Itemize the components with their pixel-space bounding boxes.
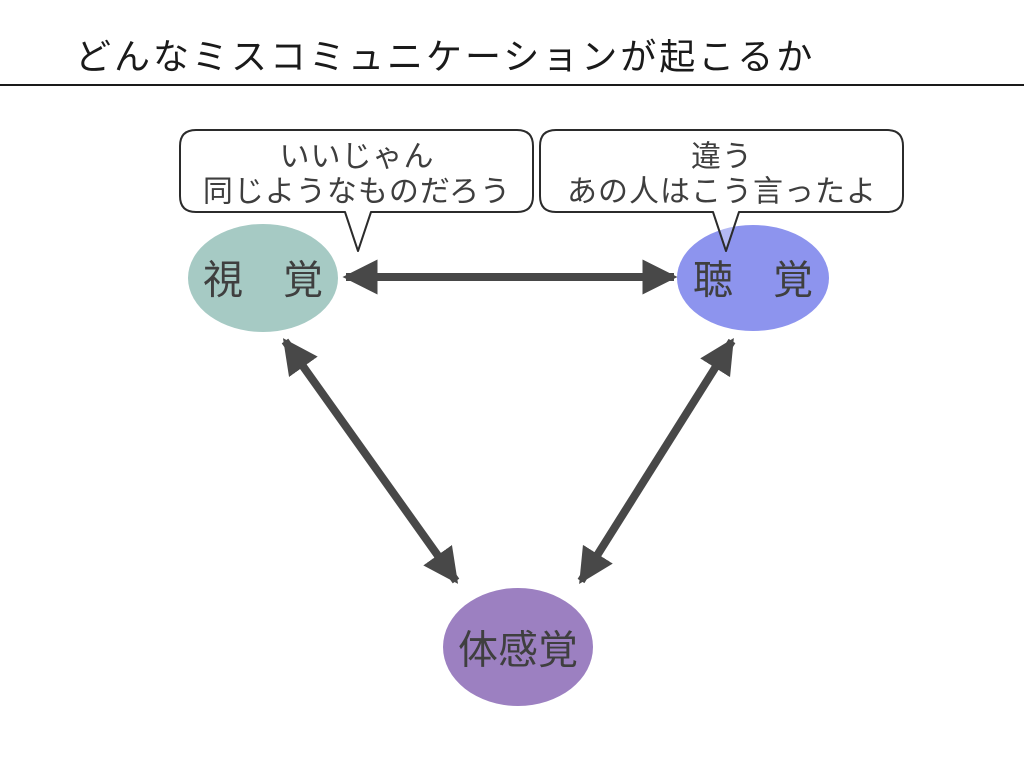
node-kinesthetic-label: 体感覚 bbox=[458, 628, 578, 673]
arrow-auditory-kinesthetic bbox=[577, 338, 736, 584]
speech-bubble-left bbox=[179, 129, 534, 252]
speech-bubble-right-line1: 違う bbox=[691, 141, 753, 174]
node-visual-label: 視 覚 bbox=[203, 258, 323, 303]
speech-bubble-left-line2: 同じようなものだろう bbox=[203, 176, 511, 209]
page-title: どんなミスコミュニケーションが起こるか bbox=[75, 36, 816, 77]
speech-bubble-left-line1: いいじゃん bbox=[280, 141, 435, 174]
node-kinesthetic-ellipse bbox=[443, 588, 593, 706]
speech-bubble-right-line2: あの人はこう言ったよ bbox=[567, 176, 877, 209]
arrow-visual-kinesthetic bbox=[281, 338, 460, 584]
node-visual-ellipse bbox=[188, 224, 338, 332]
speech-bubble-right bbox=[539, 129, 904, 252]
node-auditory-label: 聴 覚 bbox=[693, 258, 813, 303]
node-auditory-ellipse bbox=[677, 225, 829, 331]
title-underline bbox=[0, 84, 1024, 86]
